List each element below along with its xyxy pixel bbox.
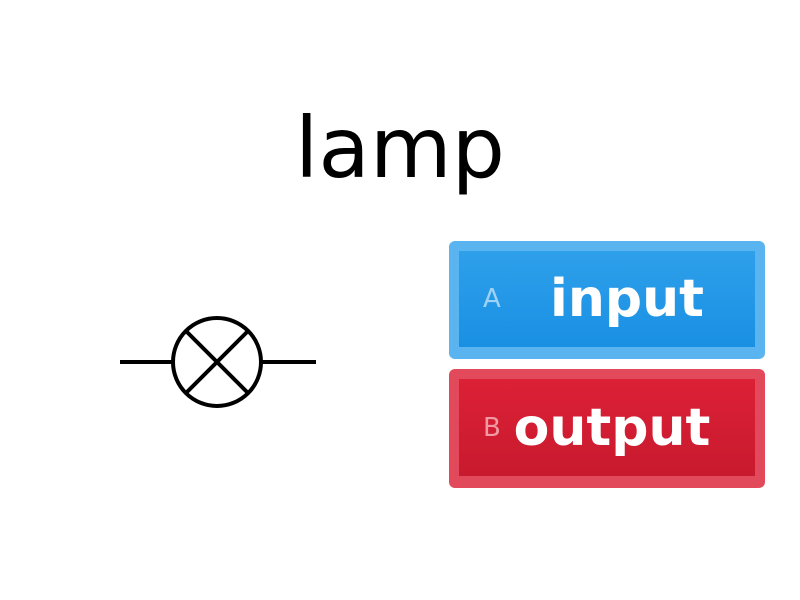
option-label: input (550, 269, 704, 329)
question-title: lamp (295, 99, 505, 197)
lamp-symbol-icon (120, 316, 316, 408)
option-label: output (513, 397, 711, 458)
option-a-button[interactable]: A input (449, 241, 765, 359)
option-key: B (483, 412, 501, 443)
option-b-button[interactable]: B output (449, 369, 765, 488)
option-key: A (483, 284, 501, 314)
